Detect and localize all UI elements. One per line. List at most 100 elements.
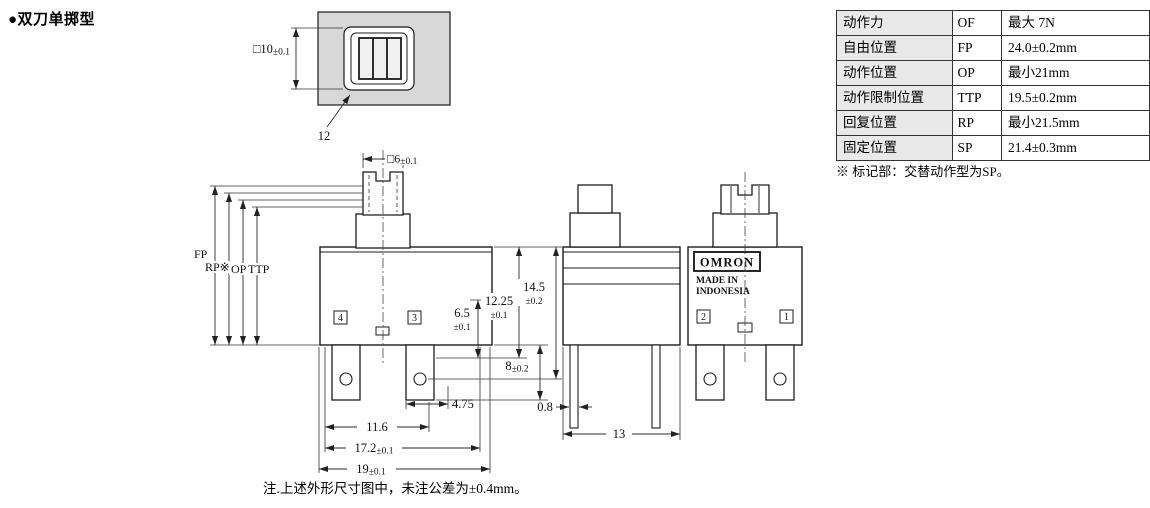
omron-logo-text: OMRON	[700, 256, 754, 270]
dim-label-19: 19±0.1	[356, 462, 386, 478]
dim-value: 17.2	[355, 441, 377, 455]
dim-label-8: 8±0.2	[505, 359, 529, 375]
label-bg	[517, 279, 551, 306]
dimension-labels: □10±0.1 12 □6±0.1 FP RP※ OP TTP 6.5 ±0.1…	[194, 42, 789, 478]
dim-label-12-25: 12.25	[485, 294, 513, 308]
dim-tolerance-14-5: ±0.2	[525, 297, 542, 307]
label-fp: FP	[194, 247, 208, 261]
front-body	[319, 246, 493, 346]
spec-name-cell: 动作位置	[836, 60, 953, 86]
back-view	[687, 172, 803, 401]
spec-code-cell: FP	[951, 35, 1003, 61]
dim-tolerance: ±0.1	[400, 157, 417, 167]
dim-value: □10	[253, 42, 273, 56]
terminal-1-number-box	[779, 309, 794, 324]
label-ttp: TTP	[248, 262, 270, 276]
dim-value: 8	[505, 359, 511, 373]
label-bg	[229, 263, 250, 275]
back-plunger-shoulder	[712, 212, 778, 248]
spec-code-cell: OF	[951, 10, 1003, 36]
dim-label-12: 12	[318, 129, 331, 143]
label-op: OP	[231, 262, 247, 276]
terminal-3-number-box	[407, 310, 422, 325]
label-bg	[385, 152, 427, 165]
spec-code-cell: TTP	[951, 85, 1003, 111]
spec-value-cell: 最大 7N	[1001, 10, 1150, 36]
terminal-4-hole	[339, 372, 353, 386]
side-plunger	[577, 184, 613, 214]
label-rp: RP※	[205, 260, 230, 274]
terminal-3-number: 3	[412, 313, 417, 324]
terminal-4-number: 4	[338, 313, 343, 324]
dim-label-square-10: □10±0.1	[253, 42, 290, 58]
bottom-note: 注.上述外形尺寸图中，未注公差为±0.4mm。	[263, 481, 528, 496]
dim-tolerance-6-5: ±0.1	[453, 323, 470, 333]
side-body	[562, 246, 681, 346]
terminal-2-hole	[703, 372, 717, 386]
country-text: INDONESIA	[696, 287, 750, 297]
spec-value-cell: 21.4±0.3mm	[1001, 135, 1150, 161]
dim-label-17-2: 17.2±0.1	[355, 441, 394, 457]
spec-name-cell: 动作力	[836, 10, 953, 36]
side-leg-left	[569, 344, 579, 429]
label-bg	[346, 441, 402, 455]
spec-table: 动作力 OF 最大 7N 自由位置 FP 24.0±0.2mm 动作位置 OP …	[836, 10, 1150, 161]
terminal-2-number-box	[696, 309, 711, 324]
terminal-2-number: 2	[701, 312, 706, 323]
front-view	[319, 150, 493, 401]
dim-tolerance: ±0.2	[512, 365, 529, 375]
dim-label-13: 13	[613, 427, 626, 441]
terminal-1-number: 1	[784, 312, 789, 323]
dim-label-4-75: 4.75	[452, 397, 474, 411]
top-view	[317, 11, 451, 106]
dim-tolerance: ±0.1	[376, 447, 393, 457]
dim-value: □6	[387, 152, 400, 166]
table-row: 回复位置 RP 最小21.5mm	[836, 110, 1150, 136]
terminal-4-number-box	[333, 310, 348, 325]
label-bg	[246, 263, 274, 275]
marking-window	[375, 326, 390, 336]
leader-line-12	[326, 94, 351, 128]
table-note: ※ 标记部：交替动作型为SP。	[836, 164, 1010, 179]
page-title: ●双刀单掷型	[8, 11, 96, 28]
label-bg	[481, 293, 517, 320]
spec-name-cell: 回复位置	[836, 110, 953, 136]
dim-label-0-8: 0.8	[537, 400, 553, 414]
label-backgrounds	[203, 152, 632, 476]
button-top	[358, 37, 402, 80]
label-bg	[203, 261, 231, 273]
spec-name-cell: 自由位置	[836, 35, 953, 61]
table-row: 动作力 OF 最大 7N	[836, 10, 1150, 36]
dim-label-11-6: 11.6	[366, 420, 387, 434]
spec-value-cell: 19.5±0.2mm	[1001, 85, 1150, 111]
dim-label-14-5: 14.5	[523, 280, 545, 294]
side-leg-right	[651, 344, 661, 429]
spec-code-cell: SP	[951, 135, 1003, 161]
label-bg	[500, 359, 536, 372]
table-row: 固定位置 SP 21.4±0.3mm	[836, 135, 1150, 161]
spec-name-cell: 动作限制位置	[836, 85, 953, 111]
label-bg	[347, 462, 396, 476]
spec-value-cell: 最小21mm	[1001, 60, 1150, 86]
dim-tolerance-12-25: ±0.1	[490, 311, 507, 321]
spec-code-cell: RP	[951, 110, 1003, 136]
dim-label-button: □6±0.1	[387, 152, 418, 168]
side-plunger-shoulder	[569, 212, 621, 248]
technical-drawing: □10±0.1 12 □6±0.1 FP RP※ OP TTP 6.5 ±0.1…	[194, 11, 803, 478]
side-view	[562, 184, 681, 429]
terminal-3-hole	[413, 372, 427, 386]
label-bg	[606, 427, 632, 441]
dim-tolerance: ±0.1	[273, 48, 290, 58]
label-bg	[357, 420, 397, 434]
spec-code-cell: OP	[951, 60, 1003, 86]
dim-value: 19	[356, 462, 369, 476]
terminal-1-hole	[773, 372, 787, 386]
spec-name-cell: 固定位置	[836, 135, 953, 161]
spec-table-container: 动作力 OF 最大 7N 自由位置 FP 24.0±0.2mm 动作位置 OP …	[836, 10, 1150, 161]
table-row: 自由位置 FP 24.0±0.2mm	[836, 35, 1150, 61]
spec-value-cell: 最小21.5mm	[1001, 110, 1150, 136]
dim-label-6-5: 6.5	[454, 306, 470, 320]
spec-value-cell: 24.0±0.2mm	[1001, 35, 1150, 61]
omron-logo-box	[693, 251, 761, 272]
